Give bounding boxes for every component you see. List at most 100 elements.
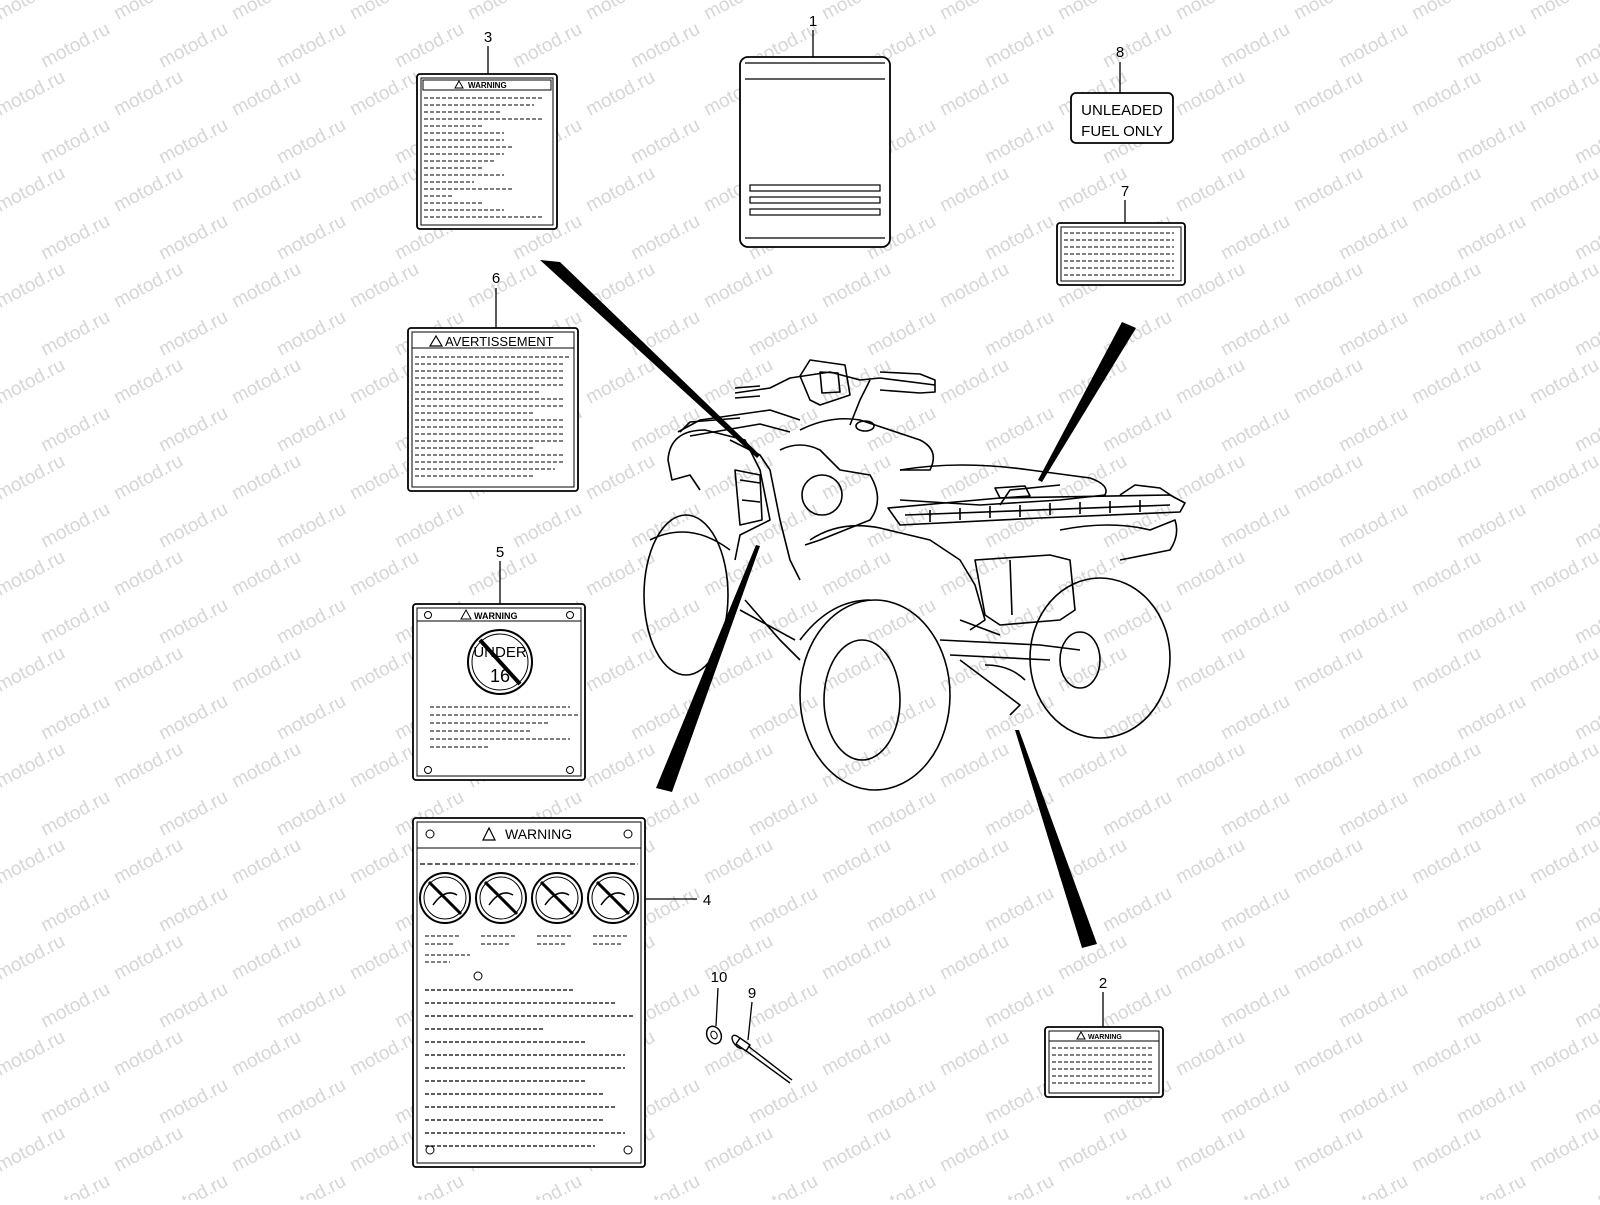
watermark-text: motod.ru — [1172, 0, 1248, 24]
watermark-text: motod.ru — [1290, 835, 1366, 889]
label8-line1: UNLEADED — [1081, 102, 1163, 119]
watermark-text: motod.ru — [1526, 451, 1600, 505]
watermark-text: motod.ru — [1571, 691, 1600, 745]
watermark-text: motod.ru — [1571, 19, 1600, 73]
callout-1: 1 — [809, 13, 817, 30]
label-6[interactable]: AVERTISSEMENT — [407, 327, 579, 492]
watermark-text: motod.ru — [110, 931, 186, 985]
watermark-text: motod.ru — [346, 835, 422, 889]
watermark-text: motod.ru — [273, 307, 349, 361]
leader-label2 — [1015, 730, 1097, 948]
watermark-text: motod.ru — [273, 691, 349, 745]
watermark-text: motod.ru — [110, 547, 186, 601]
watermark-text: motod.ru — [627, 595, 703, 649]
watermark-text: motod.ru — [1172, 739, 1248, 793]
watermark-text: motod.ru — [700, 835, 776, 889]
label-2[interactable]: WARNING — [1044, 1026, 1164, 1098]
rivet-part-9[interactable] — [730, 1033, 793, 1084]
label-4[interactable]: WARNING — [412, 817, 646, 1168]
watermark-text: motod.ru — [818, 451, 894, 505]
leader-label7 — [1038, 322, 1136, 482]
watermark-text: motod.ru — [110, 355, 186, 409]
watermark-text: motod.ru — [1335, 307, 1411, 361]
watermark-text: motod.ru — [509, 1171, 585, 1200]
label-1[interactable] — [739, 56, 891, 248]
washer-part-10[interactable] — [704, 1024, 724, 1046]
watermark-text: motod.ru — [0, 739, 69, 793]
watermark-text: motod.ru — [1408, 1123, 1484, 1177]
watermark-text: motod.ru — [1526, 163, 1600, 217]
label5-under: UNDER — [473, 644, 527, 661]
watermark-text: motod.ru — [273, 787, 349, 841]
watermark-text: motod.ru — [1099, 1171, 1175, 1200]
watermark-text: motod.ru — [1290, 1123, 1366, 1177]
watermark-text: motod.ru — [745, 595, 821, 649]
watermark-text: motod.ru — [1172, 931, 1248, 985]
label-7[interactable] — [1056, 222, 1186, 286]
watermark-text: motod.ru — [936, 355, 1012, 409]
watermark-text: motod.ru — [228, 547, 304, 601]
watermark-text: motod.ru — [582, 355, 658, 409]
callout-9: 9 — [748, 985, 756, 1002]
watermark-text: motod.ru — [627, 115, 703, 169]
label-8[interactable]: UNLEADED FUEL ONLY — [1070, 92, 1174, 144]
watermark-text: motod.ru — [1335, 403, 1411, 457]
watermark-text: motod.ru — [936, 259, 1012, 313]
watermark-text: motod.ru — [863, 307, 939, 361]
watermark-text: motod.ru — [1217, 691, 1293, 745]
watermark-text: motod.ru — [1453, 403, 1529, 457]
watermark-text: motod.ru — [936, 931, 1012, 985]
watermark-text: motod.ru — [818, 835, 894, 889]
watermark-text: motod.ru — [110, 739, 186, 793]
watermark-text: motod.ru — [228, 1027, 304, 1081]
watermark-text: motod.ru — [155, 499, 231, 553]
watermark-text: motod.ru — [0, 835, 69, 889]
watermark-text: motod.ru — [1290, 931, 1366, 985]
watermark-text: motod.ru — [1408, 163, 1484, 217]
watermark-text: motod.ru — [1217, 19, 1293, 73]
label-3[interactable]: WARNING — [416, 73, 558, 230]
watermark-text: motod.ru — [37, 1171, 113, 1200]
label-5[interactable]: WARNING UNDER 16 — [412, 603, 586, 781]
warning-triangle-icon — [454, 79, 464, 89]
watermark-text: motod.ru — [1453, 307, 1529, 361]
watermark-text: motod.ru — [1335, 499, 1411, 553]
watermark-text: motod.ru — [981, 307, 1057, 361]
watermark-text: motod.ru — [1408, 547, 1484, 601]
watermark-text: motod.ru — [155, 1075, 231, 1129]
watermark-text: motod.ru — [745, 979, 821, 1033]
watermark-text: motod.ru — [1335, 595, 1411, 649]
watermark-text: motod.ru — [155, 211, 231, 265]
watermark-text: motod.ru — [1217, 211, 1293, 265]
watermark-text: motod.ru — [0, 0, 69, 24]
watermark-text: motod.ru — [273, 1075, 349, 1129]
label5-age: 16 — [490, 666, 510, 686]
watermark-text: motod.ru — [818, 547, 894, 601]
watermark-text: motod.ru — [1526, 643, 1600, 697]
callout-3: 3 — [484, 29, 492, 46]
watermark-text: motod.ru — [745, 691, 821, 745]
front-left-wheel — [643, 514, 729, 676]
watermark-text: motod.ru — [1099, 979, 1175, 1033]
watermark-text: motod.ru — [1453, 499, 1529, 553]
watermark-text: motod.ru — [700, 259, 776, 313]
warning-triangle-icon — [482, 826, 496, 841]
watermark-text: motod.ru — [37, 19, 113, 73]
warning-triangle-icon — [460, 608, 472, 620]
watermark-text: motod.ru — [391, 499, 467, 553]
watermark-text: motod.ru — [1526, 67, 1600, 121]
watermark-text: motod.ru — [863, 1075, 939, 1129]
watermark-text: motod.ru — [155, 1171, 231, 1200]
watermark-text: motod.ru — [627, 307, 703, 361]
watermark-text: motod.ru — [582, 67, 658, 121]
watermark-text: motod.ru — [1054, 547, 1130, 601]
watermark-text: motod.ru — [936, 163, 1012, 217]
watermark-text: motod.ru — [745, 1171, 821, 1200]
callout-6: 6 — [492, 270, 500, 287]
watermark-text: motod.ru — [700, 355, 776, 409]
watermark-text: motod.ru — [1172, 355, 1248, 409]
watermark-text: motod.ru — [110, 67, 186, 121]
watermark-text: motod.ru — [464, 0, 540, 24]
watermark-text: motod.ru — [509, 499, 585, 553]
